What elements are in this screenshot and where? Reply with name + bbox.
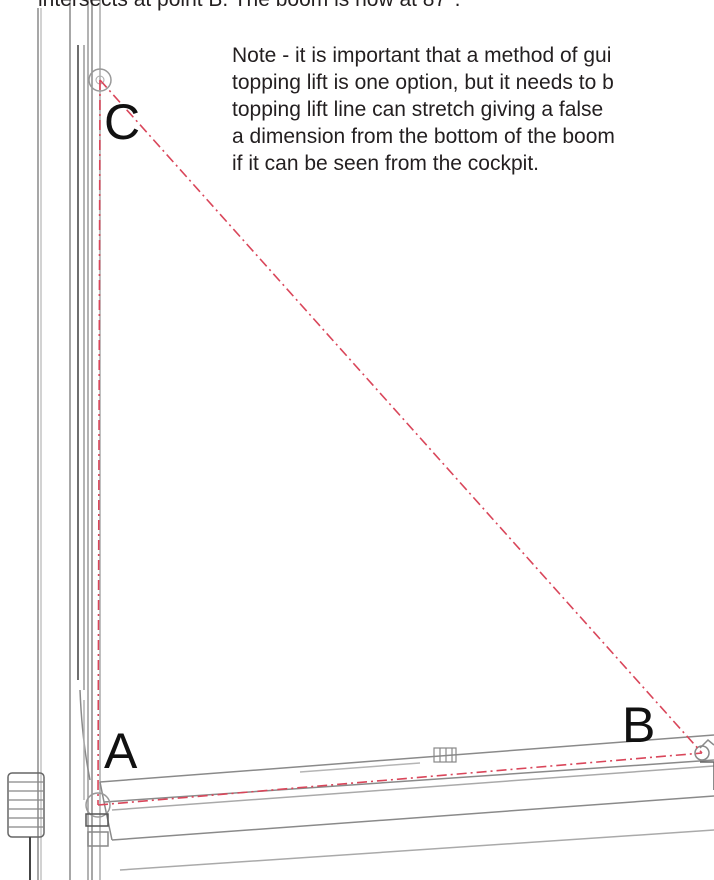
- boom-end-fitting: [694, 745, 714, 790]
- note-line: if it can be seen from the cockpit.: [232, 152, 539, 175]
- masthead-sheave: [88, 68, 112, 92]
- point-a-label: A: [104, 723, 138, 779]
- boom-fitting: [433, 747, 457, 763]
- point-c-label: C: [104, 94, 141, 150]
- boom: [99, 734, 714, 871]
- note-paragraph: Note - it is important that a method of …: [232, 42, 714, 177]
- guide-triangle: [97, 79, 703, 806]
- mast-winch: [7, 772, 45, 880]
- guide-line-ac: [97, 79, 101, 806]
- note-line: Note - it is important that a method of …: [232, 44, 612, 67]
- guide-line-cb: [99, 79, 703, 754]
- header-text: intersects at point B. The boom is now a…: [38, 0, 460, 12]
- note-line: a dimension from the bottom of the boom: [232, 125, 615, 148]
- mast: [37, 0, 101, 880]
- point-b-label: B: [622, 697, 656, 753]
- note-line: topping lift line can stretch giving a f…: [232, 98, 604, 121]
- guide-line-ab: [97, 752, 703, 806]
- gooseneck: [85, 792, 111, 847]
- note-line: topping lift is one option, but it needs…: [232, 71, 614, 94]
